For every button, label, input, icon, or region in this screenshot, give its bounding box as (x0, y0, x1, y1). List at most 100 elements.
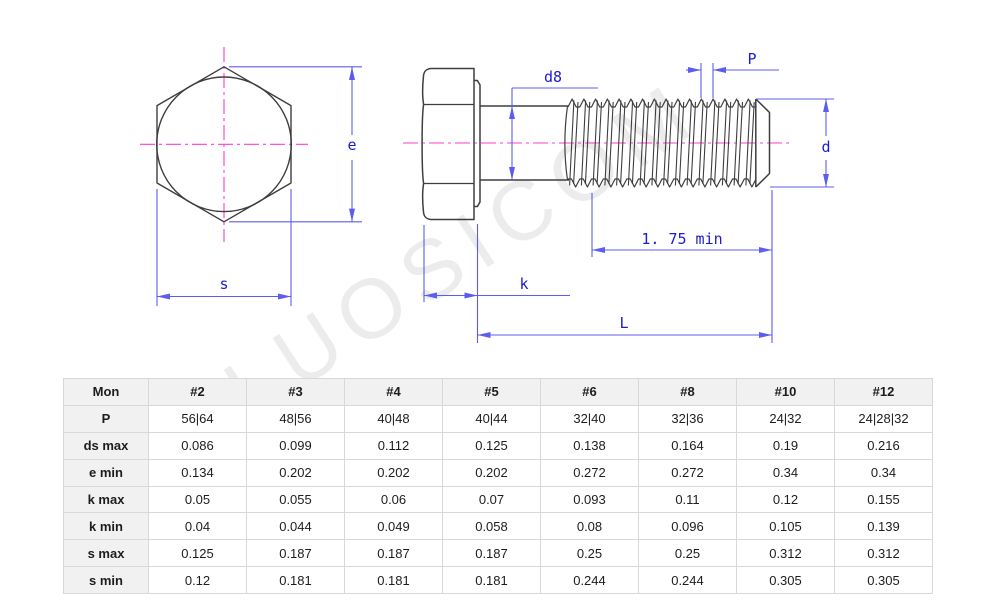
corner-header: Mon (63, 378, 149, 406)
table-cell: 0.099 (246, 431, 345, 460)
table-cell: 0.125 (442, 431, 541, 460)
table-cell: 0.312 (736, 539, 835, 568)
table-cell: 0.093 (540, 485, 639, 514)
column-header: #5 (442, 378, 541, 406)
label-d8: d8 (544, 68, 562, 86)
row-label: s min (63, 566, 149, 595)
table-cell: 0.04 (148, 512, 247, 541)
table-cell: 0.08 (540, 512, 639, 541)
row-label: k max (63, 485, 149, 514)
table-cell: 0.12 (736, 485, 835, 514)
thread-end-chamfer (755, 98, 771, 188)
table-cell: 0.155 (834, 485, 933, 514)
table-cell: 0.105 (736, 512, 835, 541)
dimension-labels: e s d8 P d 1. 75 min k L (219, 50, 830, 332)
bolt-head-outline (421, 67, 475, 221)
column-header: #8 (638, 378, 737, 406)
table-cell: 0.164 (638, 431, 737, 460)
thread-flank-lines (569, 100, 755, 186)
table-cell: 0.134 (148, 458, 247, 487)
table-cell: 40|48 (344, 404, 443, 433)
dimension-p (686, 63, 779, 98)
table-cell: 0.12 (148, 566, 247, 595)
thread-bottom-crests (568, 178, 757, 188)
column-header: #2 (148, 378, 247, 406)
dimension-thread-length (591, 193, 772, 257)
table-cell: 0.11 (638, 485, 737, 514)
label-e: e (347, 136, 356, 154)
bolt-technical-drawing: e s d8 P d 1. 75 min k L (140, 47, 834, 343)
thread-top-crests (567, 98, 756, 108)
label-s: s (219, 275, 228, 293)
table-cell: 32|36 (638, 404, 737, 433)
table-cell: 0.305 (834, 566, 933, 595)
label-p: P (747, 50, 756, 68)
row-label: e min (63, 458, 149, 487)
table-cell: 0.058 (442, 512, 541, 541)
table-cell: 0.202 (442, 458, 541, 487)
row-label: P (63, 404, 149, 433)
table-cell: 0.187 (344, 539, 443, 568)
table-cell: 0.305 (736, 566, 835, 595)
thread-runout (564, 105, 569, 181)
label-d: d (821, 138, 830, 156)
table-cell: 0.112 (344, 431, 443, 460)
table-cell: 0.181 (246, 566, 345, 595)
table-cell: 0.049 (344, 512, 443, 541)
column-header: #6 (540, 378, 639, 406)
label-l: L (619, 314, 628, 332)
inscribed-circle (155, 76, 293, 213)
row-label: k min (63, 512, 149, 541)
row-label: ds max (63, 431, 149, 460)
table-cell: 0.181 (344, 566, 443, 595)
table-cell: 0.138 (540, 431, 639, 460)
table-cell: 0.055 (246, 485, 345, 514)
table-cell: 0.181 (442, 566, 541, 595)
table-cell: 0.25 (540, 539, 639, 568)
table-header-row: Mon#2#3#4#5#6#8#10#12 (63, 378, 933, 406)
dimension-s (156, 189, 292, 306)
bolt-head-facet-lines (423, 103, 474, 185)
table-cell: 0.05 (148, 485, 247, 514)
table-cell: 0.244 (540, 566, 639, 595)
label-thread-length: 1. 75 min (641, 230, 722, 248)
washer-face-collar (474, 79, 481, 208)
table-cell: 0.34 (736, 458, 835, 487)
table-cell: 0.34 (834, 458, 933, 487)
row-label: s max (63, 539, 149, 568)
dimension-d (756, 98, 834, 188)
table-cell: 0.202 (246, 458, 345, 487)
table-cell: 32|40 (540, 404, 639, 433)
column-header: #12 (834, 378, 933, 406)
table-cell: 0.187 (246, 539, 345, 568)
centerlines (140, 47, 793, 242)
table-cell: 0.096 (638, 512, 737, 541)
dimension-d8 (508, 87, 598, 180)
bolt-shank (480, 105, 569, 181)
table-cell: 24|32 (736, 404, 835, 433)
table-cell: 0.19 (736, 431, 835, 460)
table-cell: 0.06 (344, 485, 443, 514)
dimension-l (477, 190, 773, 343)
table-cell: 0.244 (638, 566, 737, 595)
table-cell: 0.139 (834, 512, 933, 541)
table-cell: 0.272 (638, 458, 737, 487)
table-cell: 0.044 (246, 512, 345, 541)
table-cell: 0.312 (834, 539, 933, 568)
table-cell: 0.216 (834, 431, 933, 460)
table-cell: 24|28|32 (834, 404, 933, 433)
table-cell: 0.07 (442, 485, 541, 514)
table-cell: 0.086 (148, 431, 247, 460)
table-cell: 56|64 (148, 404, 247, 433)
table-cell: 0.187 (442, 539, 541, 568)
hex-head-front-view (155, 66, 293, 223)
table-cell: 0.272 (540, 458, 639, 487)
table-cell: 0.25 (638, 539, 737, 568)
